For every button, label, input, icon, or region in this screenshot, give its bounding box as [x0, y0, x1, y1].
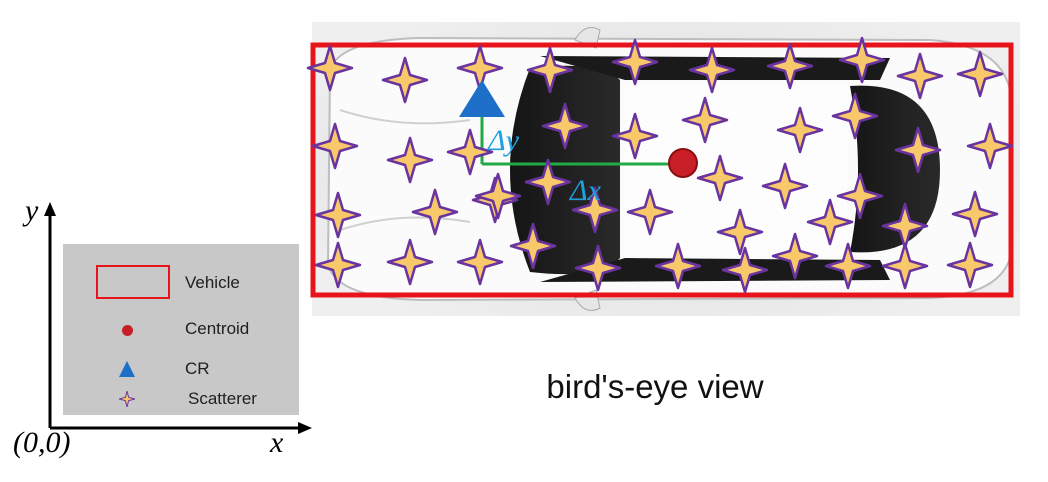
scatterer-star: [509, 222, 557, 270]
vehicle-bounding-box: [310, 42, 1014, 298]
scatterer-layer: [306, 36, 1014, 294]
coordinate-axes: [44, 202, 312, 434]
origin-label: (0,0): [13, 426, 71, 459]
legend-label-scatterer: Scatterer: [188, 389, 257, 408]
legend-item-vehicle: Vehicle: [63, 265, 299, 299]
legend-item-scatterer: Scatterer: [63, 384, 299, 414]
scatterer-star: [894, 126, 942, 174]
diagram-caption: bird's-eye view: [546, 368, 764, 405]
vehicle-box-icon: [96, 265, 170, 299]
scatterer-star: [831, 92, 879, 140]
scatterer-star: [611, 112, 659, 160]
scatterer-star: [456, 238, 504, 286]
dy-label: Δy: [487, 124, 520, 157]
scatterer-star: [611, 38, 659, 86]
scatterer-star: [386, 136, 434, 184]
scatterer-star: [776, 106, 824, 154]
scatterer-star: [896, 52, 944, 100]
scatterer-star: [314, 191, 362, 239]
scatterer-star: [524, 158, 572, 206]
scatterer-star: [761, 162, 809, 210]
scatterer-star: [688, 46, 736, 94]
scatterer-star: [956, 50, 1004, 98]
scatterer-star: [654, 242, 702, 290]
scatterer-star: [311, 122, 359, 170]
scatterer-star: [386, 238, 434, 286]
scatterer-star: [836, 172, 884, 220]
scatterer-star-icon: [119, 391, 135, 407]
scatterer-star: [626, 188, 674, 236]
legend-label-cr: CR: [185, 359, 210, 378]
legend-item-cr: CR: [63, 354, 299, 384]
centroid-dot-icon: [122, 325, 133, 336]
scatterer-star: [571, 186, 619, 234]
scatterer-star: [696, 154, 744, 202]
scatterer-star: [951, 190, 999, 238]
x-axis-label: x: [270, 426, 284, 459]
scatterer-star: [446, 128, 494, 176]
scatterer-star: [824, 242, 872, 290]
scatterer-star: [411, 188, 459, 236]
scatterer-star: [526, 46, 574, 94]
scatterer-star: [541, 102, 589, 150]
scatterer-star: [966, 122, 1014, 170]
scatterer-star: [574, 244, 622, 292]
scatterer-star: [766, 42, 814, 90]
legend-box: Vehicle Centroid CR Scatterer: [63, 244, 299, 415]
y-axis-label: y: [25, 194, 39, 227]
scatterer-star: [806, 198, 854, 246]
dx-label: Δx: [569, 174, 602, 207]
scatterer-star: [838, 36, 886, 84]
scatterer-star: [314, 241, 362, 289]
centroid-marker: [668, 148, 698, 178]
scatterer-star: [771, 232, 819, 280]
scatterer-star: [381, 56, 429, 104]
scatterer-star: [721, 246, 769, 294]
scatterer-star: [716, 208, 764, 256]
scatterer-star: [474, 172, 522, 220]
car-image: [312, 22, 1020, 316]
scatterer-star: [681, 96, 729, 144]
cr-triangle-marker: [459, 80, 505, 117]
legend-item-centroid: Centroid: [63, 314, 299, 344]
scatterer-star: [881, 242, 929, 290]
cr-triangle-icon: [119, 361, 135, 377]
scatterer-star: [306, 44, 354, 92]
legend-label-centroid: Centroid: [185, 319, 250, 338]
scatterer-star: [946, 241, 994, 289]
legend-label-vehicle: Vehicle: [185, 273, 240, 292]
